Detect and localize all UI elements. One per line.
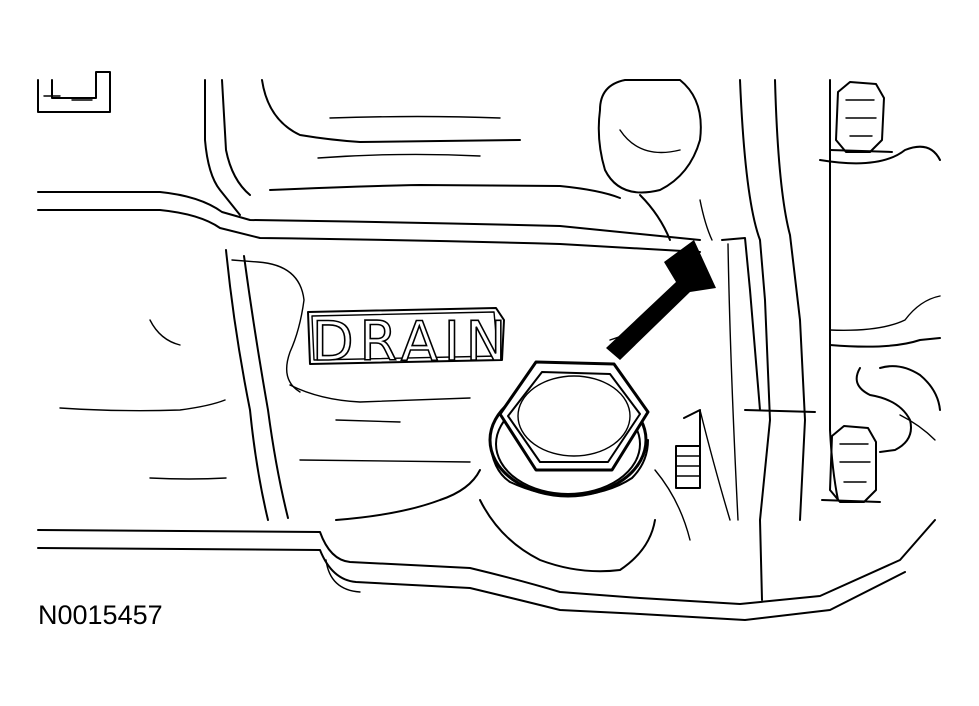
side-fitting [675,409,701,489]
drain-embossed-label: DRAIN [312,310,512,373]
bolt-lower-right [821,425,881,503]
serpentine-bracket [855,365,941,453]
pointer-arrow [606,240,716,360]
case-contours [59,249,731,573]
drain-emboss-plate: DRAIN [307,307,512,374]
bolt-upper-right [829,81,893,153]
transmission-case-body [37,79,936,621]
figure-id-label: N0015457 [38,600,163,630]
right-flange [721,79,941,601]
drain-plug [488,360,650,498]
upper-housing [261,79,713,241]
bracket-fragment [37,71,111,113]
